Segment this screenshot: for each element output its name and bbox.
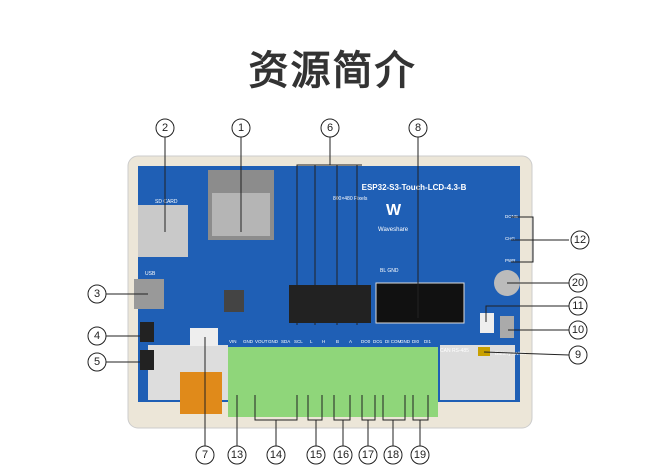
board-model: ESP32-S3-Touch-LCD-4.3-B <box>362 183 467 192</box>
callout-circle-4 <box>87 326 107 346</box>
battery-switch <box>500 316 514 338</box>
can-rs485-label: CAN RS-485 <box>440 348 469 354</box>
svg-text:SDA: SDA <box>281 339 290 344</box>
callout-number-7: 7 <box>202 449 208 461</box>
120r-jumper <box>478 347 490 356</box>
callout-circle-6 <box>320 118 340 138</box>
battery-connector <box>480 313 494 333</box>
callout-circle-7 <box>195 445 215 465</box>
svg-text:VOUT: VOUT <box>255 339 268 344</box>
boot-button <box>140 322 154 342</box>
callout-circle-1 <box>231 118 251 138</box>
sd-card-slot <box>138 205 188 257</box>
fpc-connector <box>375 282 465 324</box>
callout-circle-19 <box>410 445 430 465</box>
callout-number-5: 5 <box>94 356 100 368</box>
svg-text:L: L <box>310 339 313 344</box>
svg-text:GND: GND <box>243 339 254 344</box>
callout-number-13: 13 <box>231 449 243 461</box>
reset-button <box>140 350 154 370</box>
svg-text:B: B <box>336 339 339 344</box>
callout-number-12: 12 <box>574 234 586 246</box>
callout-number-14: 14 <box>270 449 282 461</box>
speaker <box>180 372 222 414</box>
svg-text:SCL: SCL <box>294 339 303 344</box>
callout-number-18: 18 <box>387 449 399 461</box>
callout-number-4: 4 <box>94 330 100 342</box>
callout-circle-9 <box>568 345 588 365</box>
callout-number-15: 15 <box>310 449 322 461</box>
callout-lines <box>106 137 570 446</box>
svg-text:GND: GND <box>268 339 279 344</box>
callout-circle-13 <box>227 445 247 465</box>
bl-gnd-label: BL GND <box>380 268 399 274</box>
callout-number-6: 6 <box>327 122 333 134</box>
svg-text:DO1: DO1 <box>373 339 383 344</box>
callout-circle-15 <box>306 445 326 465</box>
callout-circle-11 <box>568 296 588 316</box>
brand-label: Waveshare <box>378 227 409 233</box>
callout-circle-10 <box>568 320 588 340</box>
callout-circle-2 <box>155 118 175 138</box>
callout-number-3: 3 <box>94 288 100 300</box>
switches <box>289 285 371 323</box>
callout-circle-20 <box>568 273 588 293</box>
callout-number-17: 17 <box>362 449 374 461</box>
callout-number-16: 16 <box>337 449 349 461</box>
callout-circle-5 <box>87 352 107 372</box>
callout-circle-17 <box>358 445 378 465</box>
speaker-connector <box>190 328 218 346</box>
svg-text:DI0: DI0 <box>412 339 420 344</box>
metal-area-right <box>440 345 515 400</box>
inductor <box>224 290 244 312</box>
svg-text:DI1: DI1 <box>424 339 432 344</box>
svg-text:DI COM: DI COM <box>385 339 402 344</box>
svg-text:CHG: CHG <box>505 236 515 241</box>
terminal-block <box>228 347 438 417</box>
callout-circle-14 <box>266 445 286 465</box>
svg-text:PWR: PWR <box>505 258 516 263</box>
usb-label: USB <box>145 271 156 277</box>
callout-number-9: 9 <box>575 349 581 361</box>
sd-label: SD CARD <box>155 199 178 205</box>
svg-text:A: A <box>349 339 352 344</box>
svg-text:DO0: DO0 <box>361 339 371 344</box>
board-resolution: 800×480 Pixels <box>333 196 368 202</box>
svg-text:H: H <box>322 339 325 344</box>
callout-number-19: 19 <box>414 449 426 461</box>
battery-switch-label: Battery switch <box>495 351 526 357</box>
callout-number-2: 2 <box>162 122 168 134</box>
callout-number-11: 11 <box>572 300 583 312</box>
callout-number-20: 20 <box>572 277 584 289</box>
callout-circle-16 <box>333 445 353 465</box>
callout-circle-3 <box>87 284 107 304</box>
callout-circle-18 <box>383 445 403 465</box>
callout-circle-12 <box>570 230 590 250</box>
svg-text:GND: GND <box>400 339 411 344</box>
callout-circle-8 <box>408 118 428 138</box>
callout-number-10: 10 <box>572 324 584 336</box>
waveshare-logo: W <box>386 202 402 219</box>
callout-number-1: 1 <box>238 122 244 134</box>
page-title: 资源简介 <box>248 48 417 94</box>
svg-text:VIN: VIN <box>229 339 237 344</box>
callout-number-8: 8 <box>415 122 421 134</box>
